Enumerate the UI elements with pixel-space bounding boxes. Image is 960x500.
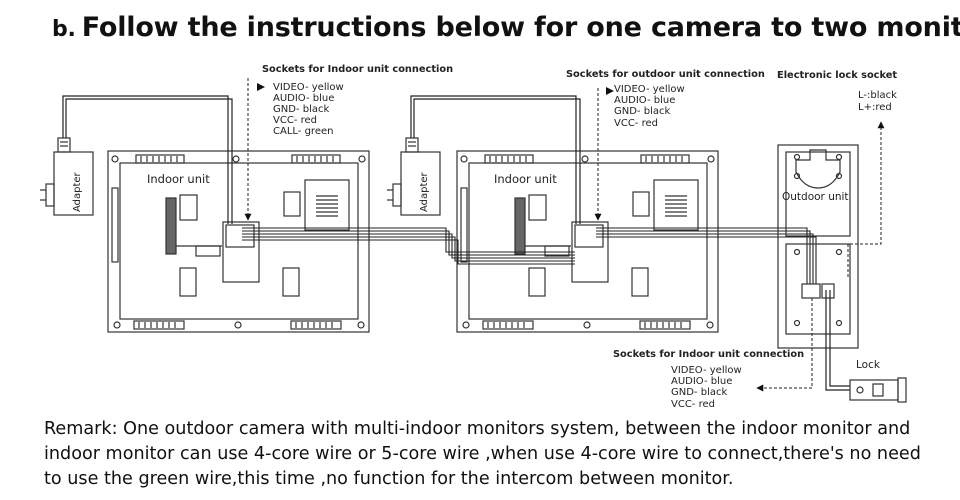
lock-socket-label: Electronic lock socket xyxy=(777,70,897,81)
outdoor-sockets-label: Sockets for Indoor unit connection xyxy=(613,349,804,360)
outdoor-wire-list: VIDEO- yellow AUDIO- blue GND- black VCC… xyxy=(671,365,742,410)
lock-wire-item: L-:black xyxy=(858,90,897,101)
remark-text: Remark: One outdoor camera with multi-in… xyxy=(44,417,924,492)
remark-line: Remark: One outdoor camera with multi-in… xyxy=(44,419,911,439)
wiring-diagram: Indoor unit Adapter xyxy=(40,64,907,410)
monitor-2-wire-item: GND- black xyxy=(614,106,670,117)
monitor-1-wire-item: CALL- green xyxy=(273,126,333,137)
monitor-2-unit-label: Indoor unit xyxy=(494,172,557,186)
outdoor-unit-label: Outdoor unit xyxy=(782,191,849,203)
outdoor-wire-item: VIDEO- yellow xyxy=(671,365,742,376)
title-text: Follow the instructions below for one ca… xyxy=(81,12,960,43)
lock-wire-item: L+:red xyxy=(858,102,892,113)
adapter-2-label: Adapter xyxy=(419,171,430,212)
monitor-1-unit-label: Indoor unit xyxy=(147,172,210,186)
monitor-1-bottom-chips xyxy=(113,320,365,330)
lock-device xyxy=(849,377,907,403)
monitor-2-wire-item: AUDIO- blue xyxy=(614,95,675,106)
monitor-1-wire-item: VIDEO- yellow xyxy=(273,82,344,93)
monitor-1-wire-list: VIDEO- yellow AUDIO- blue GND- black VCC… xyxy=(273,82,344,137)
remark-line: indoor monitor can use 4-core wire or 5-… xyxy=(44,444,921,464)
annotation-arrows xyxy=(244,78,885,392)
outdoor-wire-item: GND- black xyxy=(671,387,727,398)
indoor-monitor-1 xyxy=(107,150,370,333)
monitor-1-sockets-label: Sockets for Indoor unit connection xyxy=(262,64,453,75)
monitor-1-wire-item: AUDIO- blue xyxy=(273,93,334,104)
title-prefix: b. xyxy=(52,17,76,42)
adapter-1-cable xyxy=(62,95,233,224)
outdoor-wire-item: VCC- red xyxy=(671,399,715,410)
monitor-1-wire-item: VCC- red xyxy=(273,115,317,126)
page-title: b.Follow the instructions below for one … xyxy=(52,12,960,43)
monitor-2-sockets-label: Sockets for outdoor unit connection xyxy=(566,69,765,80)
monitor-1-wire-item: GND- black xyxy=(273,104,329,115)
lock-label: Lock xyxy=(856,359,881,371)
remark-line: to use the green wire,this time ,no func… xyxy=(44,469,734,489)
monitor-2-bottom-chips xyxy=(462,320,714,330)
adapter-1-label: Adapter xyxy=(72,171,83,212)
monitor-2-wire-item: VIDEO- yellow xyxy=(614,84,685,95)
outdoor-wire-item: AUDIO- blue xyxy=(671,376,732,387)
monitor-2-top-chips xyxy=(460,154,715,164)
monitor-2-wire-item: VCC- red xyxy=(614,118,658,129)
lock-cable xyxy=(825,290,850,391)
adapter-2 xyxy=(387,137,441,216)
adapter-1 xyxy=(40,137,94,216)
outdoor-unit xyxy=(777,144,859,349)
monitor-1-top-chips xyxy=(111,154,366,164)
cable-monitor2-to-outdoor xyxy=(596,227,817,284)
adapter-2-cable xyxy=(410,95,581,224)
monitor-2-wire-list: VIDEO- yellow AUDIO- blue GND- black VCC… xyxy=(614,84,685,129)
cable-monitor1-to-monitor2 xyxy=(242,227,575,265)
